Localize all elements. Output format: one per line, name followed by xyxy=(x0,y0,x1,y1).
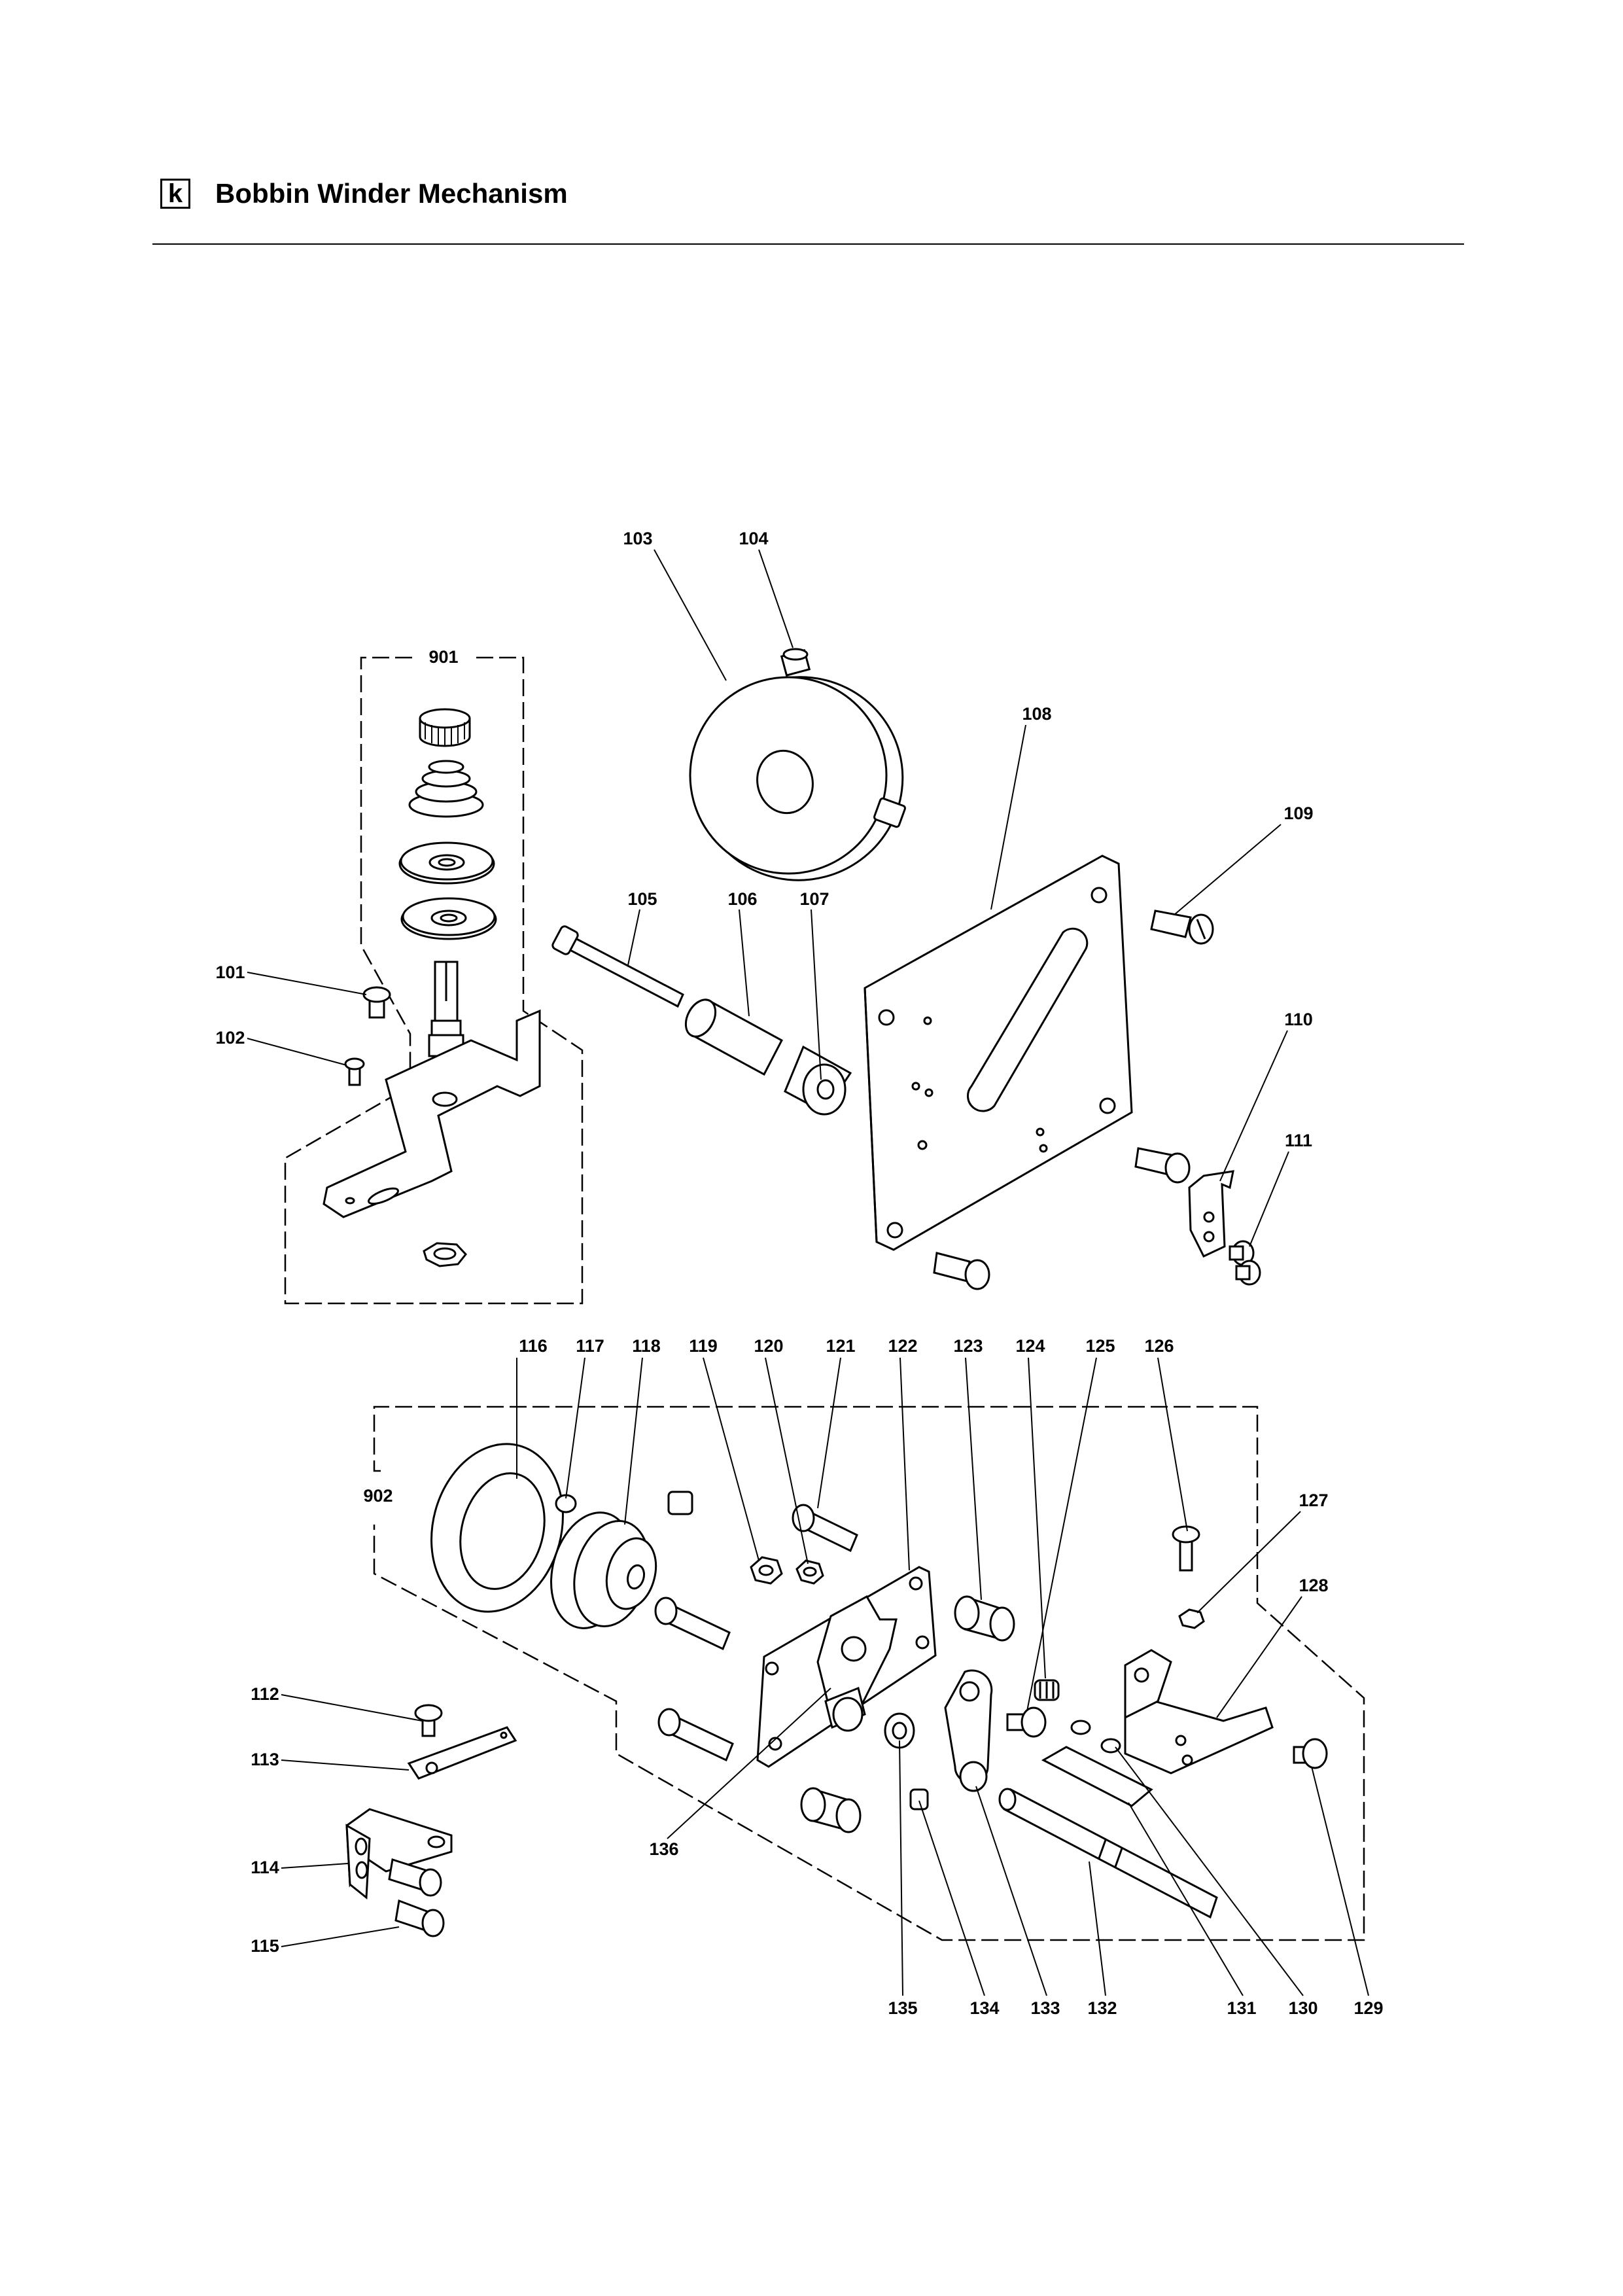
shaft-132-part xyxy=(998,1788,1218,1919)
callout-118: 118 xyxy=(632,1336,661,1356)
callout-132: 132 xyxy=(1087,1998,1117,2018)
callout-109: 109 xyxy=(1283,804,1313,823)
plate-122-part xyxy=(756,1566,937,1768)
callout-110: 110 xyxy=(1284,1010,1313,1029)
washer-135-part xyxy=(884,1712,915,1749)
collar-plate-bottom-part xyxy=(800,1787,862,1833)
section-letter-box: k xyxy=(160,179,190,209)
callout-131: 131 xyxy=(1227,1998,1256,2018)
arm-113-part xyxy=(407,1726,517,1780)
washer-disc-lower-part xyxy=(400,897,497,940)
nut-127-part xyxy=(1178,1608,1205,1629)
screw-115-part xyxy=(388,1858,445,1937)
set-screw-disc-part xyxy=(873,797,906,828)
screw-102-part xyxy=(344,1057,365,1086)
screw-126-part xyxy=(1172,1525,1200,1572)
callout-136: 136 xyxy=(649,1839,678,1859)
callout-108: 108 xyxy=(1022,704,1051,724)
callout-125: 125 xyxy=(1085,1336,1115,1356)
conical-spring-part xyxy=(408,760,484,818)
knurled-cap-part xyxy=(419,708,471,747)
callout-115: 115 xyxy=(251,1936,279,1956)
screw-109-part xyxy=(1150,910,1214,945)
callout-117: 117 xyxy=(576,1336,604,1356)
screw-112-part xyxy=(414,1704,443,1737)
callout-106: 106 xyxy=(727,889,757,909)
washer-disc-upper-part xyxy=(398,841,495,885)
callout-116: 116 xyxy=(519,1336,548,1356)
nut-119-part xyxy=(750,1556,783,1585)
callout-104: 104 xyxy=(739,529,768,548)
collar-107-part xyxy=(784,1045,852,1116)
screw-902-left-upper-part xyxy=(654,1597,731,1651)
callout-102: 102 xyxy=(215,1028,245,1048)
callout-107: 107 xyxy=(799,889,829,909)
collar-123-part xyxy=(954,1595,1015,1642)
screw-plate-bottom-part xyxy=(933,1252,990,1290)
callout-130: 130 xyxy=(1288,1998,1318,2018)
callout-133: 133 xyxy=(1030,1998,1060,2018)
callout-labels: 901 902 101 102 103 104 105 106 107 108 … xyxy=(215,529,1383,2018)
callout-122: 122 xyxy=(888,1336,917,1356)
section-header: k Bobbin Winder Mechanism xyxy=(160,178,568,209)
callout-120: 120 xyxy=(754,1336,783,1356)
callout-128: 128 xyxy=(1299,1576,1328,1595)
collar-106-part xyxy=(684,998,784,1076)
callout-121: 121 xyxy=(826,1336,855,1356)
collar-136-part xyxy=(824,1686,866,1732)
thread-guide-disc-part xyxy=(689,676,904,881)
callout-902: 902 xyxy=(363,1486,393,1506)
screw-125-part xyxy=(1006,1706,1047,1738)
callout-114: 114 xyxy=(251,1858,279,1877)
hex-nut-part xyxy=(423,1242,467,1267)
spring-124-part xyxy=(1034,1679,1060,1701)
bracket-plate-part xyxy=(323,1009,541,1218)
callout-134: 134 xyxy=(969,1998,999,2018)
screws-111-part xyxy=(1229,1240,1261,1286)
spring-plate-131-part xyxy=(1041,1746,1153,1807)
nut-120-part xyxy=(795,1559,824,1585)
callout-901: 901 xyxy=(428,647,458,667)
pulley-118-part xyxy=(550,1511,657,1629)
callout-101: 101 xyxy=(215,963,245,982)
callout-127: 127 xyxy=(1299,1491,1328,1510)
page-title: Bobbin Winder Mechanism xyxy=(215,178,568,209)
screw-101-part xyxy=(362,986,391,1019)
assembly-902-outline xyxy=(373,1405,1365,1941)
lever-133-part xyxy=(944,1669,993,1792)
screw-plate-lower-part xyxy=(1134,1147,1191,1184)
assembly-901-outline xyxy=(284,656,584,1305)
latch-110-part xyxy=(1188,1170,1234,1258)
block-114-part xyxy=(345,1808,453,1899)
callout-103: 103 xyxy=(623,529,652,548)
callout-112: 112 xyxy=(251,1684,279,1704)
callout-124: 124 xyxy=(1015,1336,1045,1356)
callout-113: 113 xyxy=(251,1750,279,1769)
screw-130-part xyxy=(1070,1720,1121,1754)
callout-119: 119 xyxy=(689,1336,718,1356)
screw-129-part xyxy=(1293,1738,1328,1769)
leader-lines xyxy=(247,549,1369,1996)
header-divider xyxy=(152,243,1464,245)
callout-123: 123 xyxy=(953,1336,983,1356)
callout-105: 105 xyxy=(627,889,657,909)
rubber-ring-116-part xyxy=(430,1443,564,1613)
spring-134-part xyxy=(909,1788,929,1810)
callout-129: 129 xyxy=(1353,1998,1383,2018)
callout-126: 126 xyxy=(1144,1336,1174,1356)
screw-121-part xyxy=(792,1504,858,1553)
screw-902-left-lower-part xyxy=(657,1708,734,1762)
shaft-105-part xyxy=(551,925,684,1008)
set-screw-104-part xyxy=(780,648,811,677)
mounting-plate-108-part xyxy=(864,855,1133,1251)
callout-111: 111 xyxy=(1285,1131,1312,1150)
set-screw-pulley-part xyxy=(667,1491,693,1515)
callout-135: 135 xyxy=(888,1998,917,2018)
bracket-128-part xyxy=(1124,1649,1274,1775)
